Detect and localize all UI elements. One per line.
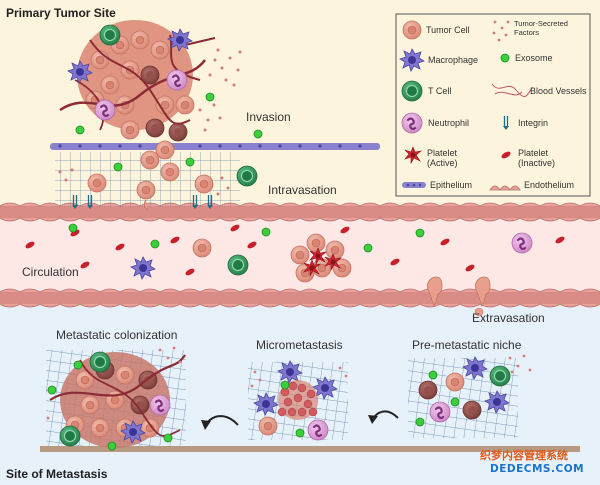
extravasation-label: Extravasation <box>472 311 545 325</box>
vessel-wall-top <box>0 202 600 222</box>
primary-tumor-site-title: Primary Tumor Site <box>6 6 116 20</box>
legend-icons <box>399 20 533 191</box>
site-of-metastasis-title: Site of Metastasis <box>6 467 108 481</box>
legend-platelet-active: Platelet (Active) <box>427 148 458 168</box>
micrometastasis-label: Micrometastasis <box>256 338 343 352</box>
metastatic-colonization-scene <box>46 346 186 451</box>
pre-metastatic-niche-label: Pre-metastatic niche <box>412 338 522 352</box>
intravasation-label: Intravasation <box>268 183 337 197</box>
legend-t-cell: T Cell <box>428 86 452 96</box>
invasion-label: Invasion <box>246 110 291 124</box>
circulation-label: Circulation <box>22 265 79 279</box>
epithelium-layer <box>50 143 380 150</box>
legend-endothelium: Endothelium <box>524 180 575 190</box>
metastatic-colonization-label: Metastatic colonization <box>56 328 178 342</box>
vessel-wall-bottom <box>0 288 600 308</box>
legend-box <box>395 13 591 197</box>
watermark-chinese: 织梦内容管理系统 <box>480 449 568 462</box>
pre-metastatic-niche-scene <box>408 354 532 438</box>
legend-blood-vessels: Blood Vessels <box>530 86 587 96</box>
legend-tumor-cell: Tumor Cell <box>426 25 470 35</box>
legend-macrophage: Macrophage <box>428 55 479 65</box>
legend-tumor-secreted-factors: Tumor-Secreted Factors <box>514 19 568 37</box>
legend-platelet-inactive: Platelet (Inactive) <box>518 148 556 168</box>
circulation-contents <box>24 223 566 317</box>
basement-line <box>40 446 580 452</box>
legend-integrin: Integrin <box>518 118 549 128</box>
legend-epithelium: Epithelium <box>430 180 473 190</box>
micrometastasis-scene <box>248 360 348 442</box>
legend-exosome: Exosome <box>515 53 553 63</box>
primary-tumor-mass <box>59 20 216 182</box>
legend-neutrophil: Neutrophil <box>428 118 470 128</box>
secreted-factors-top <box>58 48 242 196</box>
watermark-dedecms: DEDECMS.COM <box>490 463 585 475</box>
